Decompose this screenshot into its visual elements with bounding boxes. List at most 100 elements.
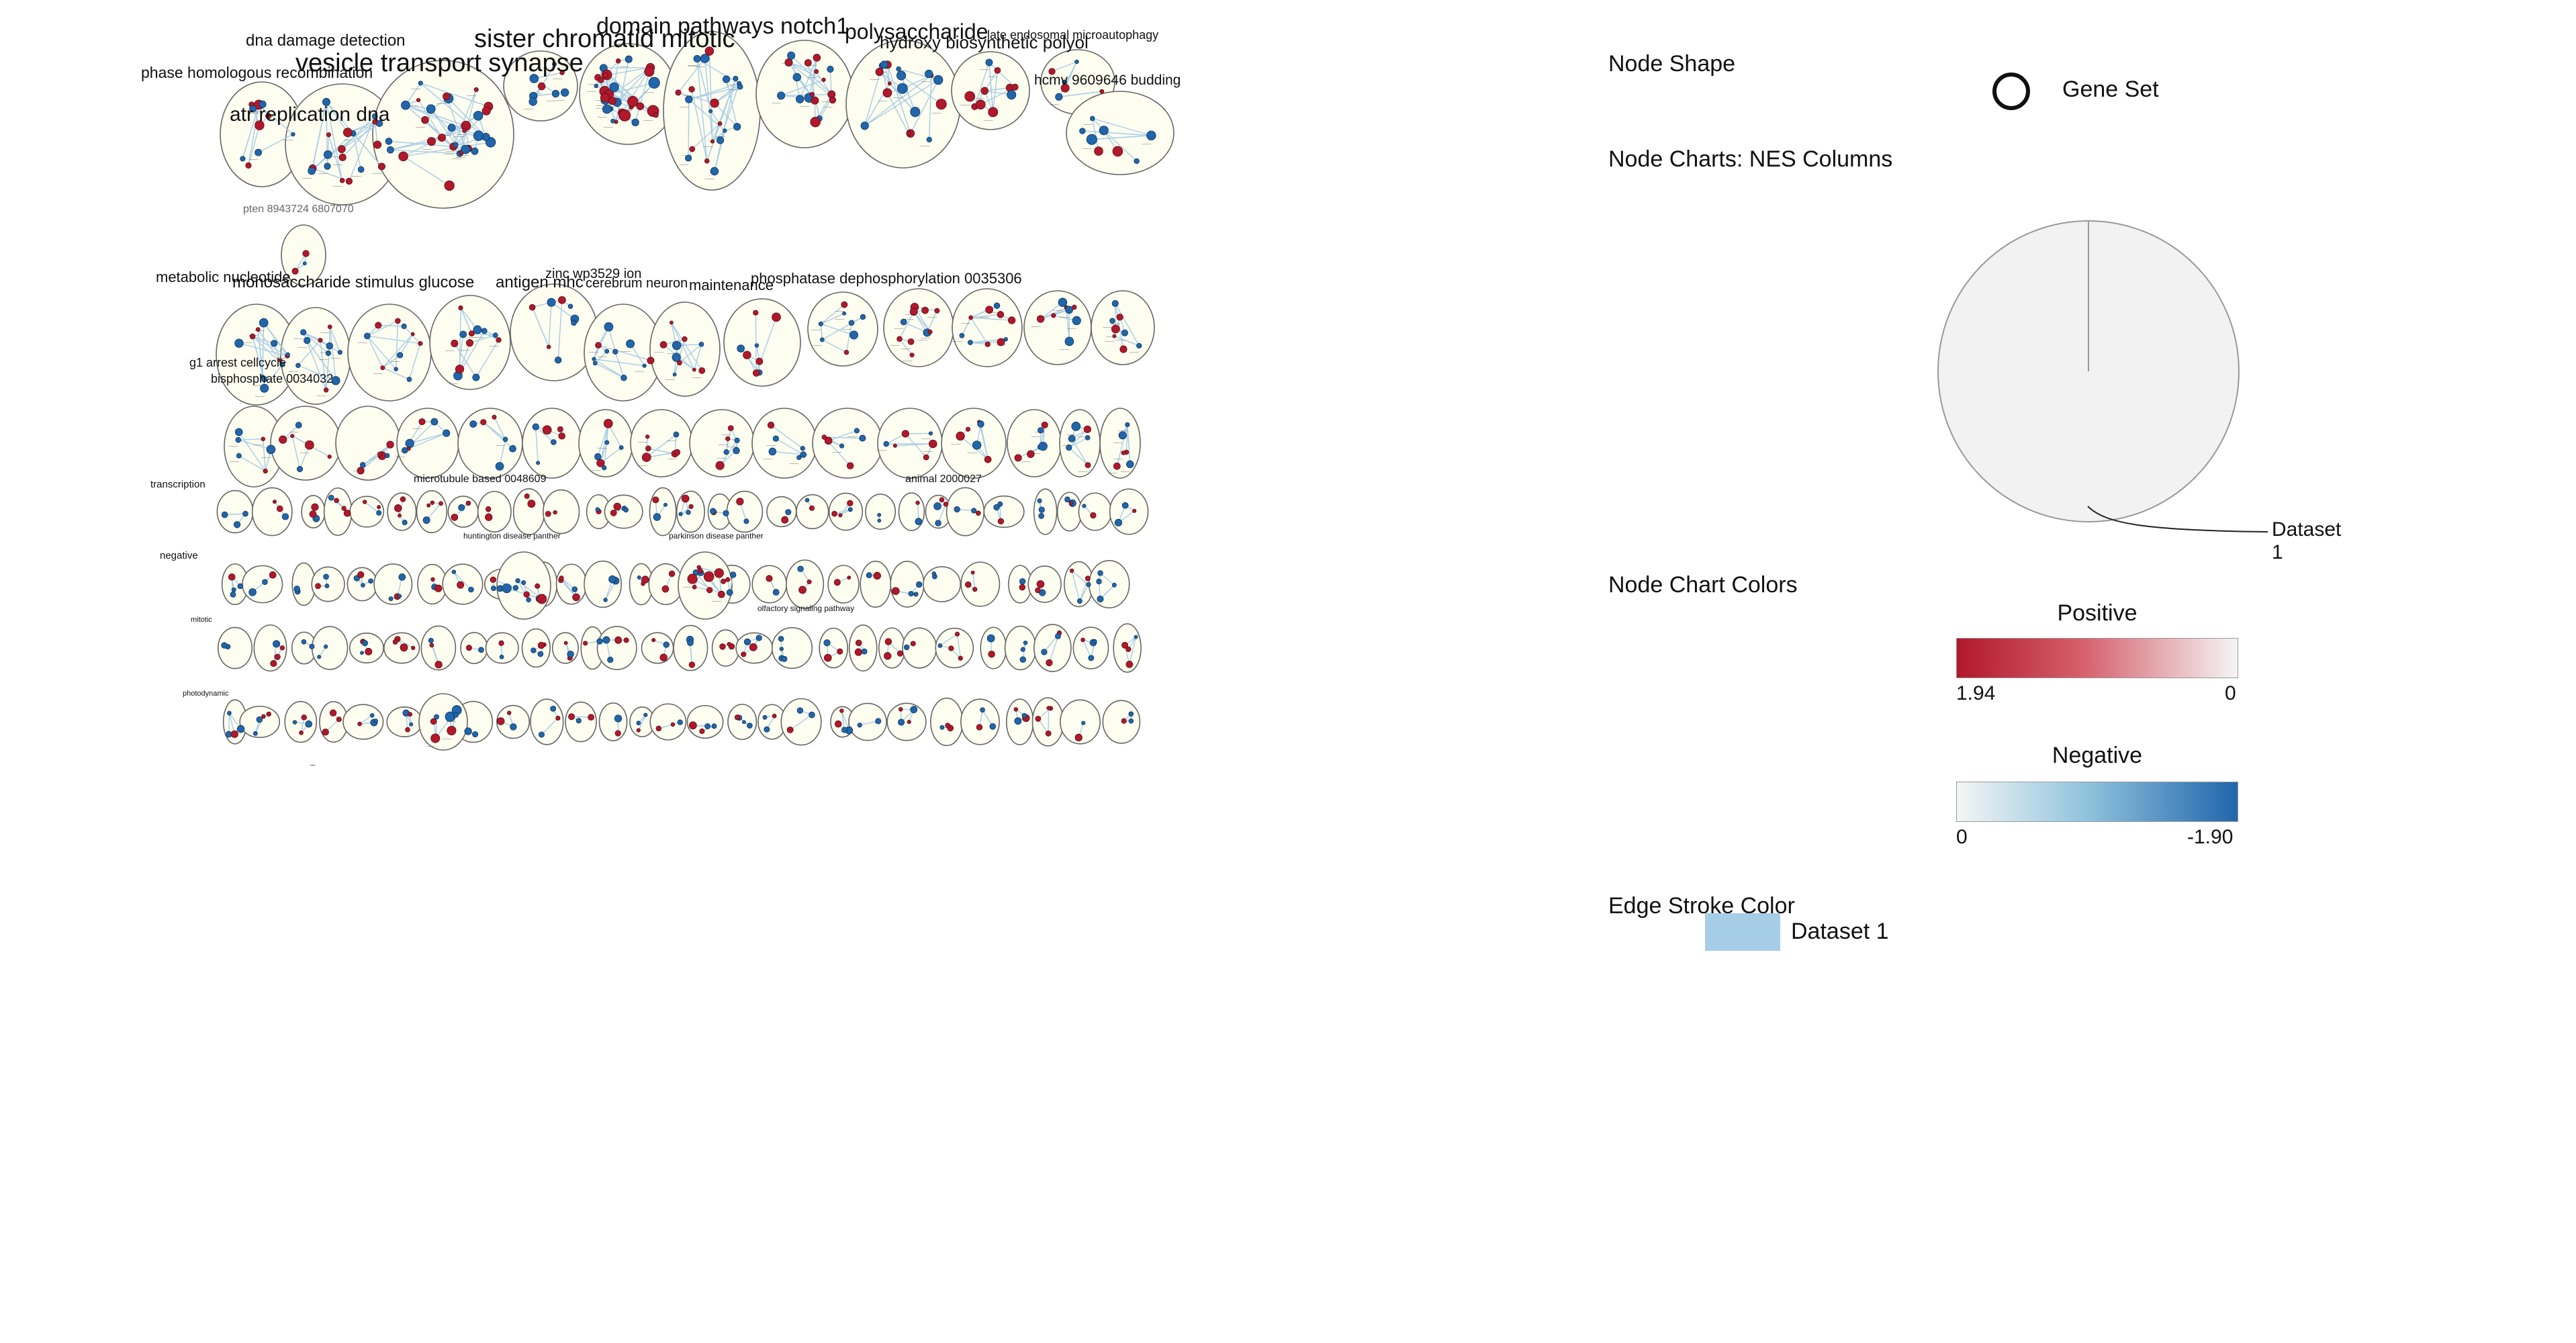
edge — [461, 89, 477, 153]
gene-set-node-positive — [1046, 659, 1053, 667]
gene-set-node-negative — [857, 723, 862, 728]
gene-set-node-negative — [708, 109, 713, 113]
gene-set-node-positive — [1074, 733, 1083, 741]
gene-set-node-positive — [462, 128, 467, 133]
gene-set-node-positive — [807, 579, 812, 585]
negative-color-gradient — [1956, 782, 2238, 822]
node-label: ‒‒‒‒‒ — [638, 441, 647, 445]
gene-set-node-negative — [1038, 506, 1045, 513]
gene-set-node-positive — [674, 449, 681, 456]
cluster-ellipse — [1027, 565, 1062, 603]
gene-set-node-negative — [939, 725, 945, 730]
gene-set-node-negative — [1081, 721, 1086, 725]
node-label: ‒‒‒‒‒ — [952, 340, 962, 344]
cluster-ellipse — [521, 628, 551, 668]
gene-set-node-negative — [328, 494, 334, 501]
gene-set-node-negative — [1041, 649, 1048, 655]
edge — [972, 572, 976, 590]
gene-set-node-positive — [958, 655, 963, 661]
node-label: ‒‒‒‒‒ — [1083, 123, 1093, 127]
gene-set-node-positive — [490, 576, 497, 584]
gene-set-node-negative — [778, 635, 784, 642]
edge — [242, 104, 260, 159]
edge — [257, 329, 283, 365]
gene-set-node-positive — [689, 146, 696, 152]
gene-set-node-negative — [529, 74, 539, 83]
gene-set-node-positive — [721, 578, 727, 584]
gene-set-node-positive — [458, 305, 463, 311]
edge — [535, 426, 539, 463]
edge — [609, 82, 655, 95]
gene-set-node-negative — [1085, 435, 1091, 441]
gene-set-node-positive — [326, 132, 332, 138]
gene-set-node-negative — [236, 725, 245, 733]
node-label: ‒‒‒‒‒ — [668, 352, 677, 356]
cluster-ellipse — [1059, 409, 1101, 477]
gene-set-node-negative — [875, 718, 882, 725]
cluster-ellipse — [418, 693, 468, 751]
edge — [534, 72, 563, 79]
gene-set-node-negative — [859, 434, 866, 442]
gene-set-node-negative — [461, 144, 471, 154]
node-label: ‒‒‒‒‒ — [997, 343, 1006, 347]
gene-set-node-negative — [608, 575, 616, 584]
gene-set-node-positive — [882, 88, 892, 98]
gene-set-node-positive — [279, 435, 287, 444]
cluster-label: parkinson disease panther — [669, 531, 764, 541]
gene-set-node-positive — [465, 500, 471, 506]
gene-set-node-positive — [975, 510, 981, 516]
gene-set-node-positive — [323, 387, 329, 393]
edge — [326, 101, 349, 133]
cluster-ellipse — [284, 700, 318, 743]
cluster-ellipse — [827, 565, 860, 604]
gene-set-node-positive — [1116, 314, 1123, 321]
cluster-label: mitotic — [191, 616, 212, 624]
gene-set-node-positive — [824, 436, 833, 445]
gene-set-node-negative — [266, 445, 276, 455]
gene-set-node-positive — [692, 584, 697, 590]
node-label-layer: ‒‒‒‒‒ ‒‒‒‒‒ ‒‒‒‒‒ ‒‒‒‒‒ ‒‒‒‒‒ ‒‒‒‒‒ ‒‒‒‒‒ ‒‒‒‒‒… — [229, 61, 1152, 749]
gene-set-node-negative — [772, 435, 779, 442]
gene-set-node-positive — [772, 312, 781, 322]
gene-set-node-negative — [653, 513, 661, 521]
gene-set-node-negative — [259, 318, 269, 328]
edge — [879, 71, 916, 113]
gene-set-node-negative — [685, 95, 693, 103]
gene-set-node-negative — [434, 714, 439, 720]
pie-leader-line — [2087, 506, 2268, 532]
gene-set-node-negative — [469, 420, 477, 428]
gene-set-node-negative — [538, 731, 545, 738]
node-label: ‒‒‒‒‒ — [442, 737, 451, 741]
gene-set-node-negative — [1128, 718, 1134, 724]
gene-set-node-negative — [422, 516, 430, 524]
edge — [886, 92, 909, 134]
cluster-ellipse — [477, 491, 512, 532]
node-label: ‒‒‒‒‒ — [1036, 430, 1045, 434]
gene-set-node-negative — [292, 720, 297, 725]
gene-set-node-negative — [733, 447, 740, 455]
gene-set-node-negative — [567, 650, 574, 658]
gene-set-node-positive — [798, 586, 807, 594]
cluster-label: photodynamic — [183, 690, 229, 698]
edge — [961, 317, 972, 336]
cluster-label: olfactory signaling pathway — [757, 604, 854, 613]
node-label: ‒‒‒‒‒ — [353, 469, 363, 473]
node-label: ‒‒‒‒‒ — [719, 443, 728, 447]
cluster-ellipse — [686, 704, 724, 739]
node-label: ‒‒‒‒‒ — [1121, 470, 1130, 474]
gene-set-node-positive — [976, 724, 983, 731]
gene-set-node-negative — [1121, 502, 1129, 509]
edge — [453, 571, 471, 590]
gene-set-node-negative — [1092, 639, 1097, 644]
node-label: ‒‒‒‒‒ — [688, 64, 697, 68]
gene-set-node-positive — [1125, 661, 1134, 668]
node-label: ‒‒‒‒‒ — [422, 148, 431, 152]
gene-set-node-positive — [1019, 584, 1026, 591]
edge — [469, 334, 496, 344]
gene-set-node-negative — [571, 320, 577, 326]
gene-set-node-negative — [625, 55, 633, 63]
gene-set-node-negative — [237, 583, 244, 590]
gene-set-node-positive — [892, 443, 897, 448]
gene-set-node-positive — [408, 712, 413, 717]
node-label: ‒‒‒‒‒ — [598, 447, 607, 451]
